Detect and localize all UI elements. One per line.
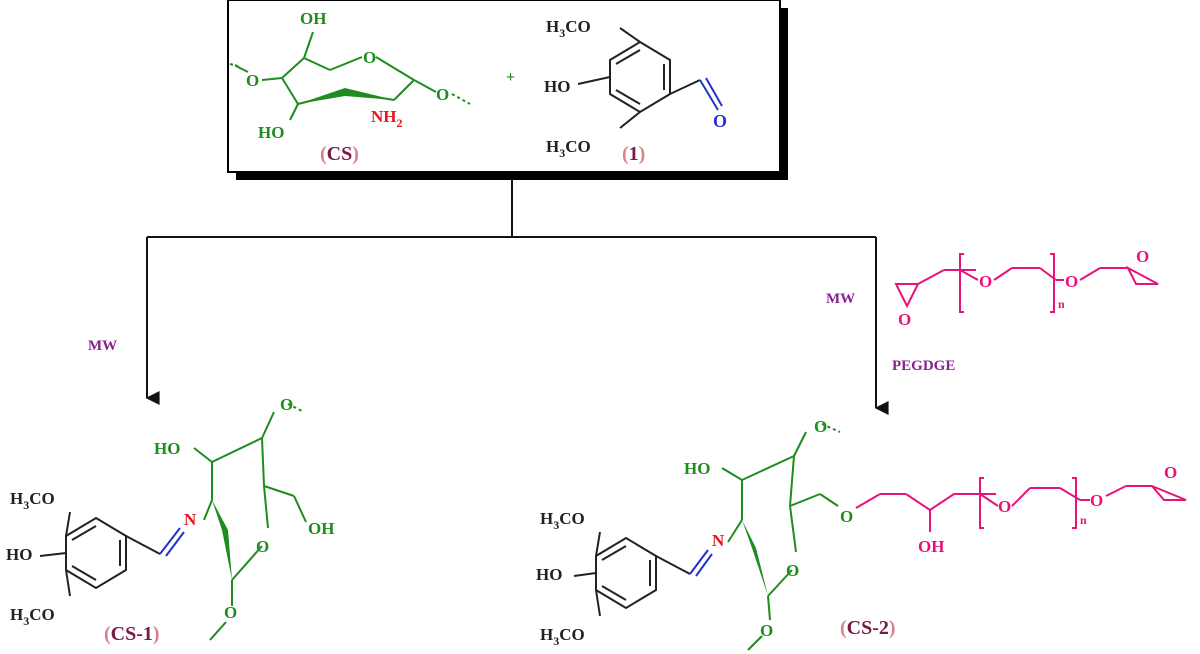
cs2-sugar-ho: HO (684, 459, 710, 478)
aldehyde-structure: H3CO HO H3CO O (1) (544, 17, 727, 165)
label-cs1: (CS-1) (104, 623, 160, 645)
product-cs1-structure: H3CO HO H3CO N HO OH O O O (CS-1) (6, 395, 334, 645)
label-cs2: (CS-2) (840, 617, 896, 639)
cs1-link-o-bottom: O (224, 603, 237, 622)
reaction-arrows (145, 180, 889, 415)
pegdge-epoxide-o-right: O (1136, 247, 1149, 266)
condition-right-mw: MW (826, 291, 855, 307)
cs1-sugar-oh: OH (308, 519, 334, 538)
cs2-peg-n: n (1080, 513, 1087, 527)
cs1-och3-bottom: H3CO (10, 605, 55, 628)
cs2-ether-o: O (840, 507, 853, 526)
pegdge-o1: O (979, 272, 992, 291)
chitosan-oh-top: OH (300, 9, 326, 28)
label-1: (1) (622, 143, 645, 165)
aldehyde-carbonyl-o: O (713, 111, 727, 131)
label-cs: (CS) (320, 143, 359, 165)
chitosan-structure: OH O O O HO NH2 (CS) (229, 9, 471, 165)
cs2-oh: HO (536, 565, 562, 584)
plus-sign: + (506, 69, 515, 86)
cs1-link-o-top: O (280, 395, 293, 414)
cs2-peg-o1: O (998, 497, 1011, 516)
chitosan-oh-bottom: HO (258, 123, 284, 142)
cs2-och3-bottom: H3CO (540, 625, 585, 648)
chitosan-nh2: NH2 (371, 107, 403, 130)
condition-left-mw: MW (88, 338, 117, 354)
cs2-peg-o2: O (1090, 491, 1103, 510)
pegdge-n: n (1058, 297, 1065, 311)
cs2-ring-o: O (786, 561, 799, 580)
pegdge-structure: O O O n O (894, 247, 1159, 329)
chitosan-ring-o: O (363, 48, 376, 67)
cs1-sugar-ho: HO (154, 439, 180, 458)
cs2-och3-top: H3CO (540, 509, 585, 532)
pegdge-epoxide-o-left: O (898, 310, 911, 329)
cs1-oh: HO (6, 545, 32, 564)
cs1-och3-top: H3CO (10, 489, 55, 512)
aldehyde-och3-top: H3CO (546, 17, 591, 40)
chitosan-link-o-right: O (436, 85, 449, 104)
aldehyde-oh: HO (544, 77, 570, 96)
product-cs2-structure: H3CO HO H3CO N HO O O O O OH O O n O (CS… (536, 417, 1187, 651)
aldehyde-och3-bottom: H3CO (546, 137, 591, 160)
cs2-link-o-top: O (814, 417, 827, 436)
cs2-link-o-bottom: O (760, 621, 773, 640)
cs1-ring-o: O (256, 537, 269, 556)
cs2-epoxide-o: O (1164, 463, 1177, 482)
cs2-chain-oh: OH (918, 537, 944, 556)
chitosan-link-o-left: O (246, 71, 259, 90)
cs1-imine-n: N (184, 510, 197, 529)
condition-reagent-pegdge: PEGDGE (892, 358, 955, 374)
pegdge-o2: O (1065, 272, 1078, 291)
cs2-imine-n: N (712, 531, 725, 550)
